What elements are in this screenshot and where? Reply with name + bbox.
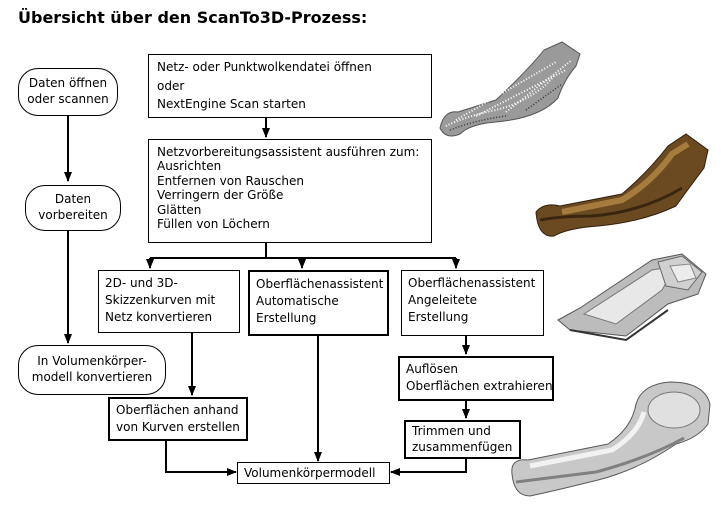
box-trim-and-knit: Trimmen und zusammenfügen — [404, 420, 521, 459]
box-surface-wizard-auto: Oberflächenassistent Automatische Erstel… — [248, 270, 389, 336]
arrow-trim-to-solid — [390, 459, 467, 476]
box-open-file: Netz- oder Punktwolkendatei öffnen oder … — [148, 54, 432, 118]
box-extract-surfaces: Auflösen Oberflächen extrahieren — [398, 356, 554, 401]
box-surfaces-from-curves: Oberflächen anhand von Kurven erstellen — [108, 397, 248, 441]
box-solid-model: Volumenkörpermodell — [237, 462, 390, 484]
box-mesh-prep-wizard: Netzvorbereitungsassistent ausführen zum… — [148, 139, 432, 243]
page-title: Übersicht über den ScanTo3D-Prozess: — [18, 8, 368, 27]
surface-illustration — [557, 253, 707, 342]
mesh-illustration — [535, 133, 709, 237]
solid-model-illustration — [511, 381, 711, 497]
box-surface-wizard-guided: Oberflächenassistent Angeleitete Erstell… — [401, 270, 544, 336]
arrow-curves-to-solid — [165, 441, 237, 476]
box-sketch-curves: 2D- und 3D- Skizzenkurven mit Netz konve… — [98, 270, 240, 333]
point-cloud-illustration — [439, 41, 581, 137]
step-convert-to-solid: In Volumenkörper-modell konvertieren — [18, 345, 166, 395]
